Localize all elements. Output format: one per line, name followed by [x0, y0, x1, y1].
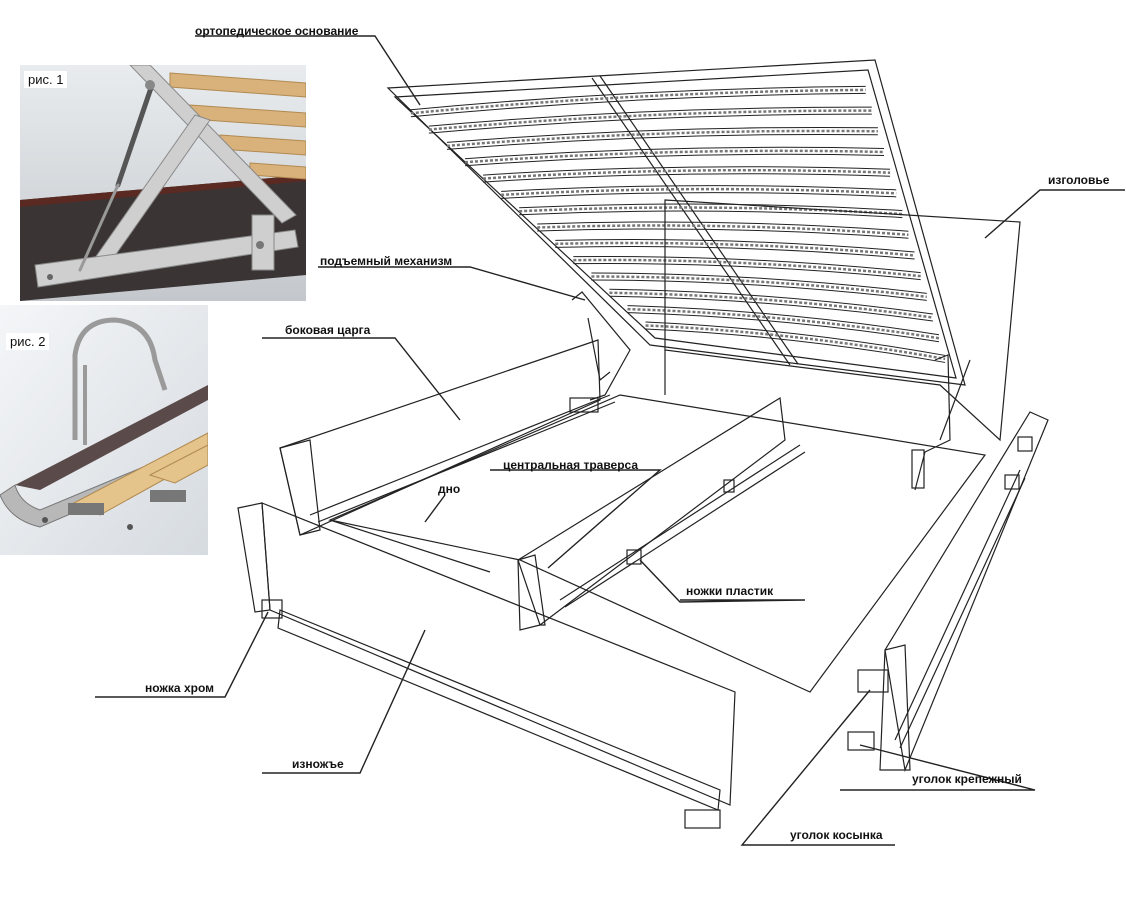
- leader-bottom: [424, 494, 446, 523]
- slat-edge: [464, 146, 885, 160]
- leader-chrome-leg: [95, 611, 269, 698]
- slat-hatching: [482, 168, 891, 180]
- slat-edge: [501, 185, 897, 192]
- fig1-caption: рис. 1: [24, 71, 68, 88]
- label-side-rail: боковая царга: [285, 323, 371, 337]
- slat-edge: [410, 85, 866, 111]
- label-footboard: изножъе: [292, 757, 344, 771]
- fig2-caption: рис. 2: [6, 333, 50, 350]
- label-plastic-legs: ножки пластик: [686, 584, 774, 598]
- leader-side-rail: [262, 337, 461, 421]
- label-bottom: дно: [438, 482, 461, 496]
- slat-edge: [591, 272, 927, 294]
- slat-edge: [555, 245, 915, 260]
- orthopedic-slats: [410, 85, 946, 363]
- slat-hatching: [446, 129, 878, 148]
- slat-edge: [483, 173, 891, 183]
- slat-edge: [591, 279, 927, 301]
- slat-edge: [537, 221, 909, 232]
- bottom-panel: [328, 394, 987, 693]
- slat-hatching: [555, 241, 915, 257]
- leader-footboard: [262, 629, 426, 774]
- leader-headboard: [984, 189, 1125, 239]
- slat-edge: [609, 288, 933, 315]
- slat-edge: [428, 113, 872, 134]
- slat-hatching: [501, 187, 897, 197]
- slat-edge: [573, 255, 921, 274]
- leader-ortho-base: [195, 35, 421, 106]
- slat-edge: [464, 153, 885, 167]
- label-mount-corner: уголок крепежный: [912, 772, 1022, 786]
- photo-lift-mechanism: рис. 1: [20, 65, 306, 301]
- photo-chrome-leg: рис. 2: [0, 305, 208, 555]
- slat-edge: [573, 262, 921, 281]
- slat-hatching: [428, 109, 872, 131]
- footboard-panel: [237, 502, 736, 829]
- slat-edge: [519, 210, 903, 219]
- slat-edge: [446, 133, 878, 150]
- slat-edge: [410, 92, 866, 118]
- slat-edge: [428, 106, 872, 127]
- slat-edge: [645, 328, 946, 363]
- leader-mount-corner: [840, 744, 1036, 791]
- slat-edge: [519, 203, 903, 212]
- slat-edge: [645, 321, 946, 356]
- slat-hatching: [410, 88, 866, 115]
- lift-mechanism: [569, 291, 951, 491]
- leader-center-beam: [490, 469, 662, 569]
- slat-edge: [446, 126, 878, 143]
- central-traverse: [517, 396, 806, 631]
- label-ortho-base: ортопедическое основание: [195, 24, 359, 38]
- headboard-panel: [664, 199, 1021, 442]
- right-side-rail: [847, 411, 1049, 773]
- leader-plastic-legs: [639, 559, 806, 603]
- label-headboard: изголовье: [1048, 173, 1110, 187]
- slat-edge: [483, 166, 891, 176]
- label-center-beam: центральная траверса: [503, 458, 639, 472]
- slat-hatching: [627, 307, 940, 340]
- chrome-leg-illustration: [0, 305, 208, 555]
- slat-hatching: [645, 324, 946, 361]
- slat-hatching: [591, 275, 927, 299]
- slat-edge: [537, 228, 909, 239]
- slat-hatching: [609, 291, 934, 319]
- slat-edge: [609, 295, 933, 322]
- label-lift-mechanism: подъемный механизм: [320, 254, 453, 268]
- slat-edge: [627, 312, 940, 343]
- slat-edge: [627, 305, 940, 336]
- side-rail: [279, 339, 616, 536]
- label-chrome-leg: ножка хром: [145, 681, 214, 695]
- slat-hatching: [537, 224, 909, 237]
- label-gusset-corner: уголок косынка: [790, 828, 883, 842]
- slat-edge: [501, 192, 897, 199]
- leader-lift-mechanism: [318, 266, 586, 301]
- slat-hatching: [464, 149, 885, 164]
- slat-edge: [555, 238, 915, 253]
- slat-hatching: [573, 258, 921, 278]
- lift-mechanism-illustration: [20, 65, 306, 301]
- leader-gusset-corner: [740, 689, 895, 846]
